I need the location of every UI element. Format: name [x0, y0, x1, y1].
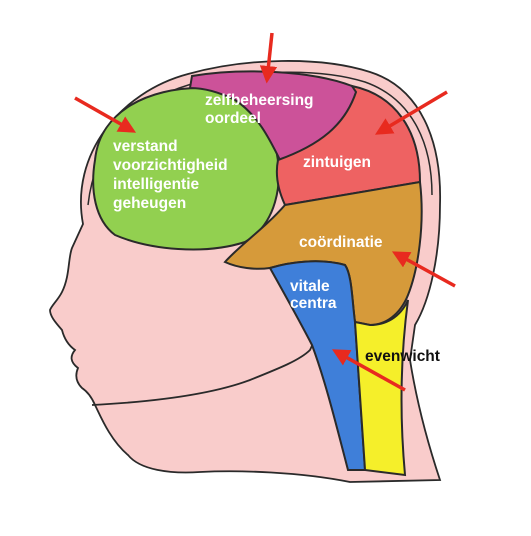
label-coordination: coördinatie — [299, 234, 383, 251]
label-senses: zintuigen — [303, 154, 371, 171]
label-vital: vitale centra — [290, 278, 337, 312]
label-balance: evenwicht — [365, 348, 440, 365]
